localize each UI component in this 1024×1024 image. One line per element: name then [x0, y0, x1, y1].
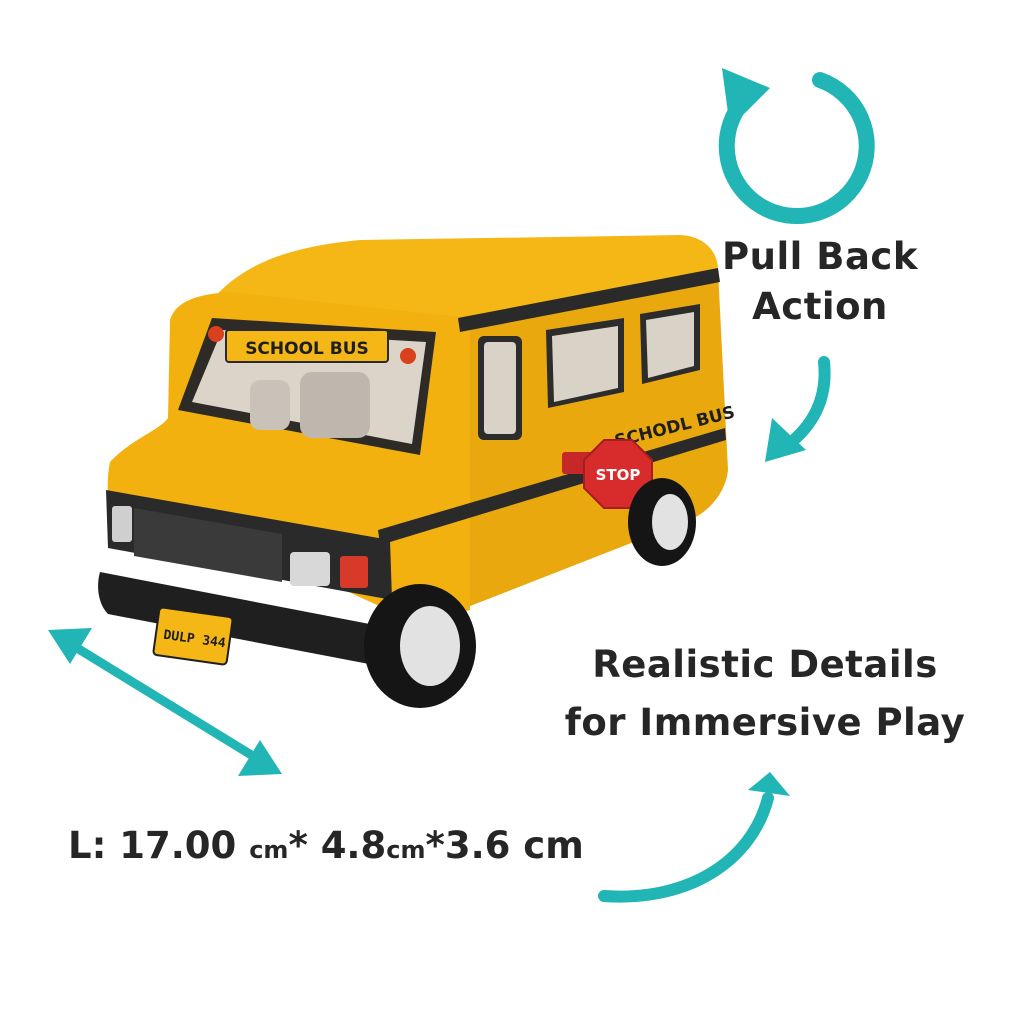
- curved-arrow-down-icon: [765, 356, 831, 462]
- school-bus-sign: [225, 329, 389, 363]
- dim-height: 3.6: [444, 824, 511, 867]
- dim-unit-2: cm: [386, 836, 426, 864]
- side-window: [646, 312, 694, 378]
- warning-light: [208, 326, 224, 342]
- curved-arrow-up-icon: [598, 772, 790, 903]
- pull-back-action-label: Pull Back Action: [700, 232, 940, 332]
- school-bus-sign-text: SCHOOL BUS: [245, 339, 369, 359]
- realistic-line-2: for Immersive Play: [564, 701, 966, 744]
- dimensions-label: L: 17.00 cm* 4.8cm*3.6 cm: [68, 822, 588, 874]
- side-window: [552, 326, 618, 402]
- seat: [250, 380, 290, 430]
- grille-slats: [134, 508, 282, 582]
- dim-sep-1: *: [288, 824, 308, 867]
- dim-unit-3: cm: [523, 824, 584, 867]
- turn-light: [340, 556, 368, 588]
- headlight: [112, 506, 132, 542]
- headlight: [290, 552, 330, 586]
- seat: [300, 372, 370, 438]
- circular-arrow-icon: [718, 68, 875, 224]
- roof-stripe: [458, 268, 720, 332]
- dim-length: 17.00: [119, 824, 237, 867]
- door-window: [484, 342, 516, 434]
- realistic-details-label: Realistic Details for Immersive Play: [545, 636, 985, 752]
- pull-back-line-2: Action: [752, 285, 888, 328]
- dim-width: 4.8: [320, 824, 387, 867]
- dim-prefix: L:: [68, 824, 107, 867]
- warning-light: [400, 348, 416, 364]
- front-bumper: [98, 572, 390, 668]
- pull-back-line-1: Pull Back: [722, 235, 918, 278]
- stop-sign-text: STOP: [596, 466, 641, 484]
- dim-unit-1: cm: [249, 836, 289, 864]
- rear-hubcap: [652, 494, 688, 550]
- license-plate: [152, 606, 234, 666]
- double-arrow-icon: [48, 628, 282, 776]
- realistic-line-1: Realistic Details: [592, 643, 938, 686]
- front-hubcap: [400, 606, 460, 686]
- dim-sep-2: *: [425, 824, 445, 867]
